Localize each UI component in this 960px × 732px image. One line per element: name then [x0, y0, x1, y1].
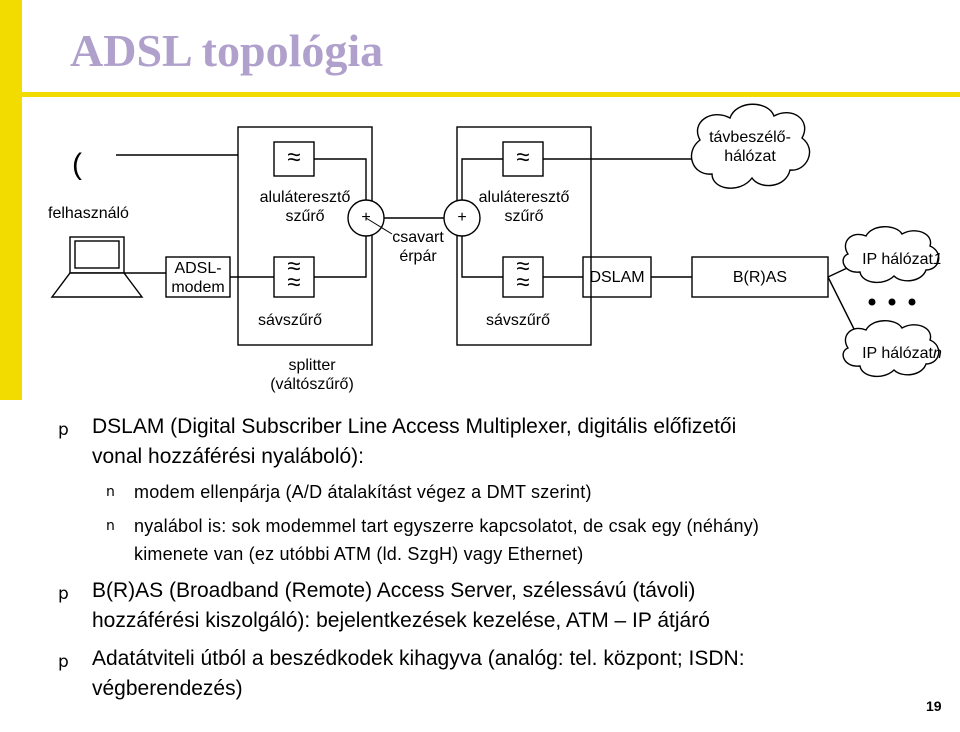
lowpass-filter-left-label: aluláteresztő szűrő: [259, 189, 351, 225]
bullet-marker-3: p: [58, 652, 69, 672]
phone-network-label: távbeszélő- hálózat: [709, 129, 791, 165]
phone-network-cloud: [690, 103, 811, 189]
lowpass-filter-right-label: aluláteresztő szűrő: [478, 189, 570, 225]
ip-network-1-index: 1: [932, 251, 942, 268]
ip-network-n-cloud: [842, 320, 940, 377]
adsl-modem-label: ADSL- modem: [171, 260, 225, 296]
bandpass-filter-right-icon-top: ≈: [516, 253, 530, 280]
bullet-marker-2: p: [58, 584, 69, 604]
accent-bar-left: [0, 0, 22, 400]
sub-bullet-2-line-1: nyalábol is: sok modemmel tart egyszerre…: [134, 516, 760, 536]
sub-bullet-marker-2: n: [106, 518, 115, 534]
ip-network-1-cloud: [842, 226, 940, 283]
splitter-label: splitter (váltószűrő): [270, 357, 354, 393]
bandpass-filter-left-icon-top: ≈: [287, 253, 301, 280]
bandpass-filter-left-icon-bottom: ≈: [287, 269, 301, 296]
bullet-3-line-1: Adatátviteli útból a beszédkodek kihagyv…: [92, 647, 745, 670]
splitter-box-left: [237, 126, 373, 346]
bullet-1-line-2: vonal hozzáférési nyaláboló):: [92, 445, 364, 468]
user-paren: (: [72, 148, 82, 181]
twisted-pair-label: csavart érpár: [392, 229, 444, 265]
sub-bullet-marker-1: n: [106, 484, 115, 500]
bras-label: B(R)AS: [732, 269, 788, 286]
bandpass-filter-right-label: sávszűrő: [485, 312, 551, 329]
bullet-marker-1: p: [58, 420, 69, 440]
laptop-icon: [50, 236, 166, 298]
lowpass-filter-right-icon: ≈: [516, 144, 530, 171]
page-number: 19: [926, 698, 942, 714]
slide-title: ADSL topológia: [70, 25, 384, 76]
user-label: felhasználó: [48, 205, 129, 222]
sub-bullet-1-line-1: modem ellenpárja (A/D átalakítást végez …: [134, 482, 592, 502]
sub-bullet-2-line-2: kimenete van (ez utóbbi ATM (ld. SzgH) v…: [134, 544, 584, 564]
adsl-topology-diagram: [50, 103, 940, 377]
bullet-2-line-2: hozzáférési kiszolgáló): bejelentkezések…: [92, 609, 710, 632]
bullet-1-line-1: DSLAM (Digital Subscriber Line Access Mu…: [92, 415, 737, 438]
combiner-left-plus: +: [361, 209, 371, 226]
dslam-label: DSLAM: [589, 269, 645, 286]
ip-network-n-label: IP hálózatn: [862, 345, 942, 362]
bullet-2-line-1: B(R)AS (Broadband (Remote) Access Server…: [92, 579, 696, 602]
combiner-right-plus: +: [457, 209, 467, 226]
accent-bar-top: [0, 92, 960, 97]
ip-network-n-index: n: [932, 345, 942, 362]
ip-network-1-label: IP hálózat1: [862, 251, 942, 268]
bandpass-filter-left-label: sávszűrő: [257, 312, 323, 329]
bandpass-filter-right-icon-bottom: ≈: [516, 269, 530, 296]
more-networks-dots: [868, 298, 916, 306]
bullet-3-line-2: végberendezés): [92, 677, 243, 700]
lowpass-filter-left-icon: ≈: [287, 144, 301, 171]
